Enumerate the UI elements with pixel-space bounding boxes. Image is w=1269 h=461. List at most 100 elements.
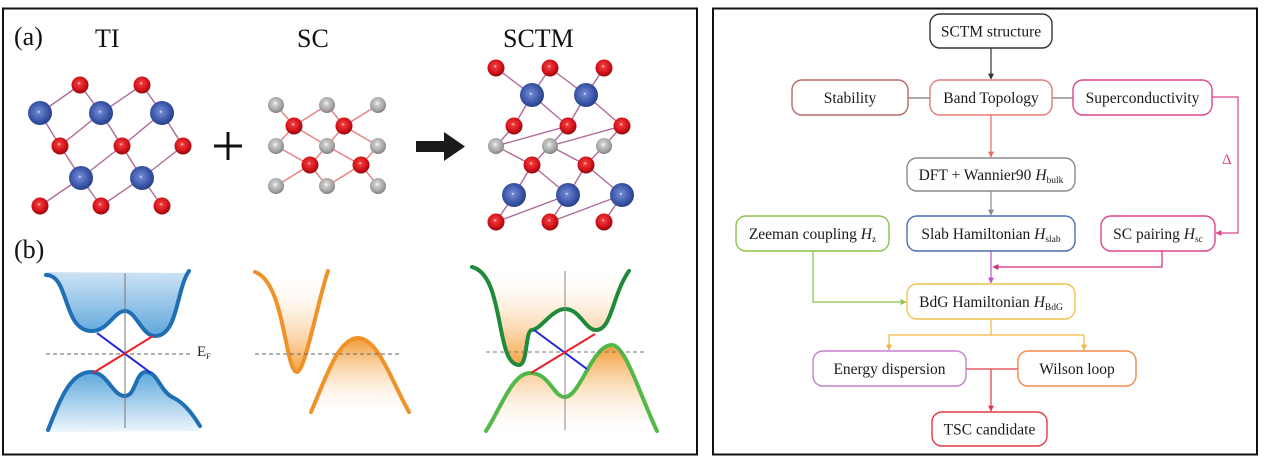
red-atom bbox=[595, 59, 613, 77]
edge-bdg-to-wilson-loop bbox=[991, 334, 1087, 351]
red-atom bbox=[71, 76, 89, 94]
node-dft-wannier: DFT + Wannier90 Hbulk bbox=[906, 157, 1076, 192]
ti-band-structure: EF bbox=[44, 269, 211, 432]
node-box bbox=[906, 215, 1076, 252]
node-superconductivity: Superconductivity bbox=[1072, 79, 1213, 116]
ti-surface-state-red bbox=[92, 335, 154, 374]
red-atom bbox=[92, 197, 110, 215]
gray-atom bbox=[319, 178, 335, 194]
red-atom bbox=[523, 156, 541, 174]
red-atom bbox=[335, 117, 353, 135]
node-label: BdG Hamiltonian HBdG bbox=[919, 294, 1063, 313]
red-atom bbox=[174, 137, 192, 155]
gray-atom bbox=[542, 138, 558, 154]
ti-conduction-band-fill bbox=[46, 271, 189, 336]
sc-band-structure bbox=[253, 269, 411, 414]
node-box bbox=[931, 411, 1048, 447]
node-box bbox=[1100, 215, 1216, 252]
blue-atom bbox=[556, 183, 580, 207]
red-atom bbox=[301, 156, 319, 174]
left-panel-border bbox=[2, 7, 698, 456]
sctm-lower-band-fill bbox=[486, 345, 657, 431]
node-label: TSC candidate bbox=[944, 422, 1036, 439]
node-band-topology: Band Topology bbox=[929, 79, 1053, 116]
plus-icon bbox=[214, 132, 242, 160]
node-box bbox=[791, 79, 909, 116]
flowchart-panel-border bbox=[712, 7, 1258, 456]
node-label: DFT + Wannier90 Hbulk bbox=[919, 167, 1064, 186]
bond bbox=[495, 194, 569, 223]
node-label: Stability bbox=[824, 90, 877, 107]
node-tsc-candidate: TSC candidate bbox=[931, 411, 1048, 447]
node-label: Band Topology bbox=[943, 90, 1039, 107]
red-atom bbox=[559, 117, 577, 135]
red-atom bbox=[613, 117, 631, 135]
red-atom bbox=[113, 137, 131, 155]
gray-atom bbox=[319, 97, 335, 113]
node-slab: Slab Hamiltonian Hslab bbox=[906, 215, 1076, 252]
flowchart-edges: Δ bbox=[812, 48, 1239, 412]
edge-superconductivity-to-sc-pairing bbox=[1212, 96, 1239, 236]
edge-bdg-to-energy-dispersion bbox=[886, 334, 991, 351]
blue-atom bbox=[130, 166, 154, 190]
blue-atom bbox=[502, 183, 526, 207]
gray-atom bbox=[370, 97, 386, 113]
sc-hole-band-fill bbox=[311, 338, 409, 412]
fermi-level-label: EF bbox=[197, 344, 211, 361]
red-atom bbox=[505, 117, 523, 135]
sctm-lower-band bbox=[484, 342, 659, 433]
delta-label: Δ bbox=[1222, 152, 1232, 168]
node-label: SC pairing Hsc bbox=[1113, 226, 1203, 245]
sc-title: SC bbox=[297, 24, 329, 53]
red-atom bbox=[133, 76, 151, 94]
ti-lattice bbox=[28, 76, 192, 215]
sc-electron-band bbox=[253, 269, 330, 375]
node-label: Wilson loop bbox=[1039, 361, 1115, 378]
gray-atom bbox=[268, 97, 284, 113]
node-stability: Stability bbox=[791, 79, 909, 116]
node-zeeman: Zeeman coupling Hz bbox=[735, 215, 890, 252]
blue-atom bbox=[69, 166, 93, 190]
node-box bbox=[929, 79, 1053, 116]
red-atom bbox=[577, 156, 595, 174]
node-box bbox=[929, 13, 1053, 49]
gray-atom bbox=[596, 138, 612, 154]
sctm-surface-state-red bbox=[530, 333, 596, 374]
blue-atom bbox=[574, 83, 598, 107]
ti-title: TI bbox=[95, 24, 120, 53]
ti-valence-band bbox=[46, 369, 202, 432]
blue-atom bbox=[28, 101, 52, 125]
sc-electron-band-fill bbox=[255, 271, 328, 372]
bond bbox=[495, 125, 569, 147]
panel-a-label: (a) bbox=[14, 22, 43, 51]
gray-atom bbox=[268, 138, 284, 154]
red-atom bbox=[487, 213, 505, 231]
node-box bbox=[735, 215, 890, 252]
blue-atom bbox=[150, 101, 174, 125]
blue-atom bbox=[520, 83, 544, 107]
node-label: Zeeman coupling Hz bbox=[749, 226, 876, 245]
node-box bbox=[906, 157, 1076, 192]
sc-lattice bbox=[268, 97, 386, 194]
node-sc-pairing: SC pairing Hsc bbox=[1100, 215, 1216, 252]
gray-atom bbox=[319, 138, 335, 154]
arrow-right-icon bbox=[416, 132, 465, 161]
sctm-band-structure bbox=[470, 265, 659, 433]
edge-zeeman-to-bdg bbox=[812, 251, 907, 305]
sctm-title: SCTM bbox=[503, 24, 574, 53]
left-panel: (a) TI SC SCTM (b) EF bbox=[2, 7, 698, 456]
node-energy-dispersion: Energy dispersion bbox=[812, 350, 967, 387]
red-atom bbox=[595, 213, 613, 231]
red-atom bbox=[541, 213, 559, 231]
gray-atom bbox=[370, 178, 386, 194]
gray-atom bbox=[370, 138, 386, 154]
blue-atom bbox=[89, 101, 113, 125]
node-box bbox=[906, 283, 1076, 320]
node-label: SCTM structure bbox=[941, 24, 1041, 41]
red-atom bbox=[153, 197, 171, 215]
node-wilson-loop: Wilson loop bbox=[1017, 350, 1137, 387]
bond bbox=[549, 194, 623, 223]
